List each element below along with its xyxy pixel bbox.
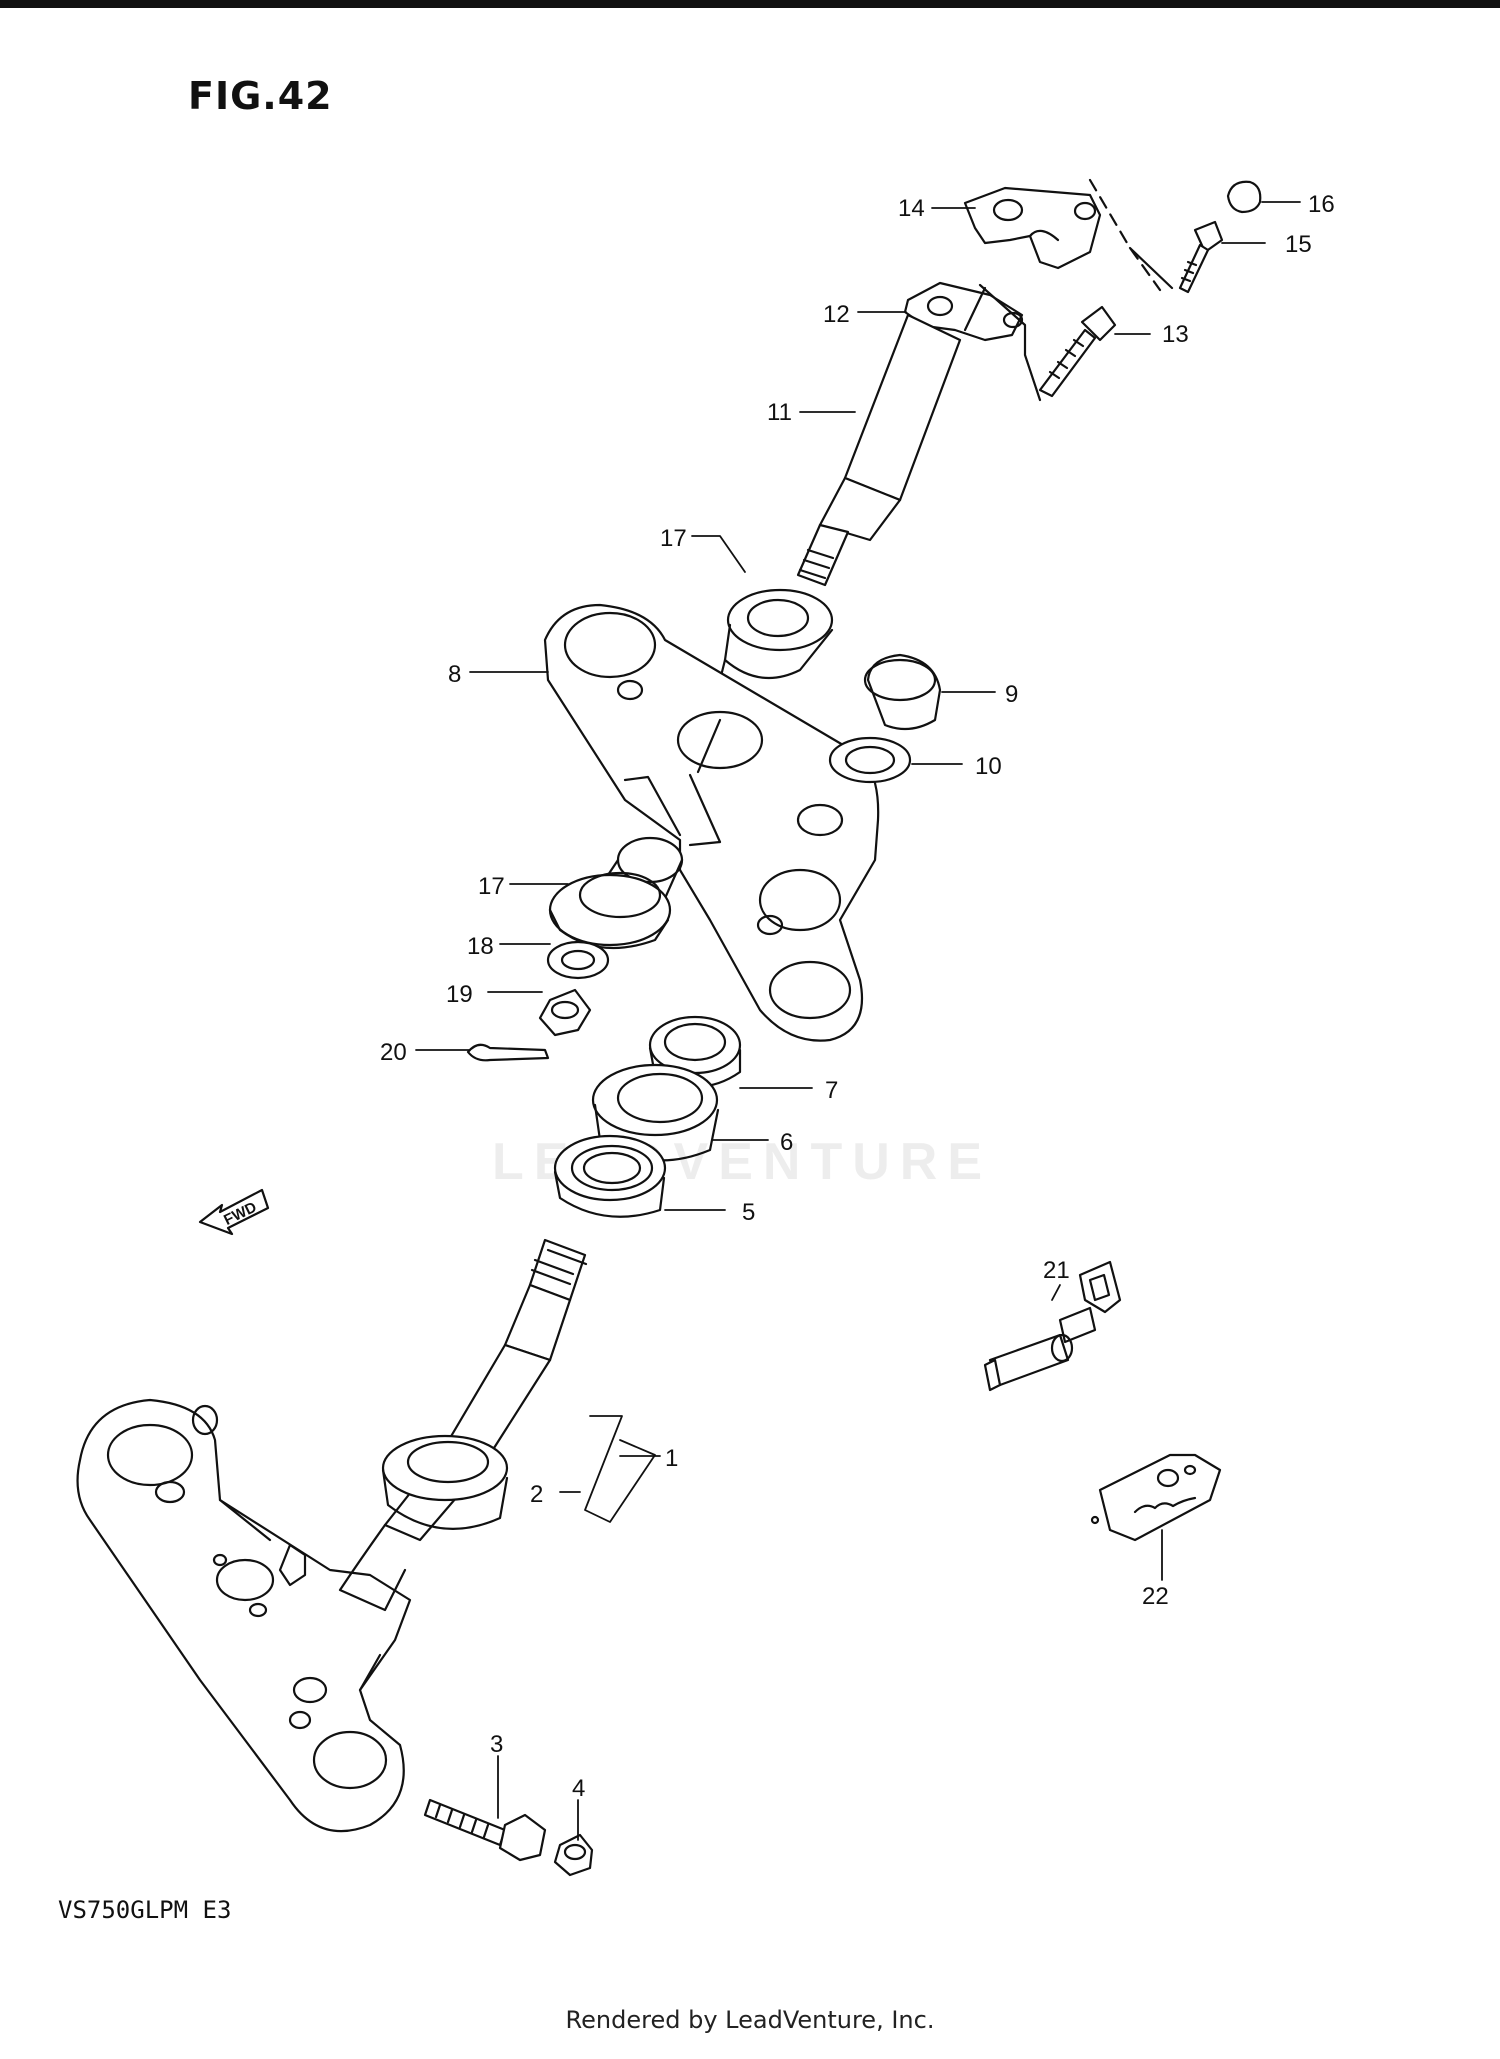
part-3-bolt xyxy=(423,1798,547,1862)
callout-18: 18 xyxy=(467,933,494,960)
callout-20: 20 xyxy=(380,1039,407,1066)
callout-17-upper: 17 xyxy=(660,525,687,552)
part-11-riser-shaft xyxy=(796,313,962,587)
callout-6: 6 xyxy=(780,1129,793,1156)
part-18-washer xyxy=(546,940,610,980)
callout-14: 14 xyxy=(898,195,925,222)
part-20-cotter-pin xyxy=(466,1043,550,1062)
part-22-key-tag xyxy=(1090,1453,1222,1542)
part-21-key-lock xyxy=(983,1260,1122,1392)
part-19-nut xyxy=(538,988,592,1037)
callout-17-lower: 17 xyxy=(478,873,505,900)
callout-21: 21 xyxy=(1043,1257,1070,1284)
callout-5: 5 xyxy=(742,1199,755,1226)
callout-12: 12 xyxy=(823,301,850,328)
footer-credit: Rendered by LeadVenture, Inc. xyxy=(565,2006,935,2034)
fwd-arrow xyxy=(198,1188,270,1236)
top-border xyxy=(0,0,1500,8)
figure-title: FIG.42 xyxy=(188,74,333,118)
callout-7: 7 xyxy=(825,1077,838,1104)
callout-15: 15 xyxy=(1285,231,1312,258)
callout-13: 13 xyxy=(1162,321,1189,348)
callout-19: 19 xyxy=(446,981,473,1008)
callout-3: 3 xyxy=(490,1731,503,1758)
part-17-bushing-upper xyxy=(718,588,834,682)
callout-2: 2 xyxy=(530,1481,543,1508)
part-17-bushing-lower xyxy=(548,836,684,950)
callout-4: 4 xyxy=(572,1775,585,1802)
callout-16: 16 xyxy=(1308,191,1335,218)
part-2-bearing xyxy=(381,1434,509,1530)
part-13-bolt xyxy=(1038,305,1117,398)
callout-22: 22 xyxy=(1142,1583,1169,1610)
lower-bracket xyxy=(76,1398,412,1833)
part-5-bearing xyxy=(553,1134,667,1218)
callout-1: 1 xyxy=(665,1445,678,1472)
part-16-cap xyxy=(1226,180,1262,214)
part-8-upper-bracket xyxy=(543,603,880,1042)
part-10-washer xyxy=(828,736,912,784)
callout-11: 11 xyxy=(767,399,792,426)
leader-lines xyxy=(415,201,1301,1841)
callout-10: 10 xyxy=(975,753,1002,780)
part-14-handlebar-holder xyxy=(963,186,1102,270)
part-4-nut xyxy=(553,1833,594,1877)
callout-9: 9 xyxy=(1005,681,1018,708)
model-code: VS750GLPM E3 xyxy=(58,1896,232,1924)
part-9-cap xyxy=(863,653,942,731)
callout-8: 8 xyxy=(448,661,461,688)
part-15-bolt xyxy=(1178,220,1224,294)
